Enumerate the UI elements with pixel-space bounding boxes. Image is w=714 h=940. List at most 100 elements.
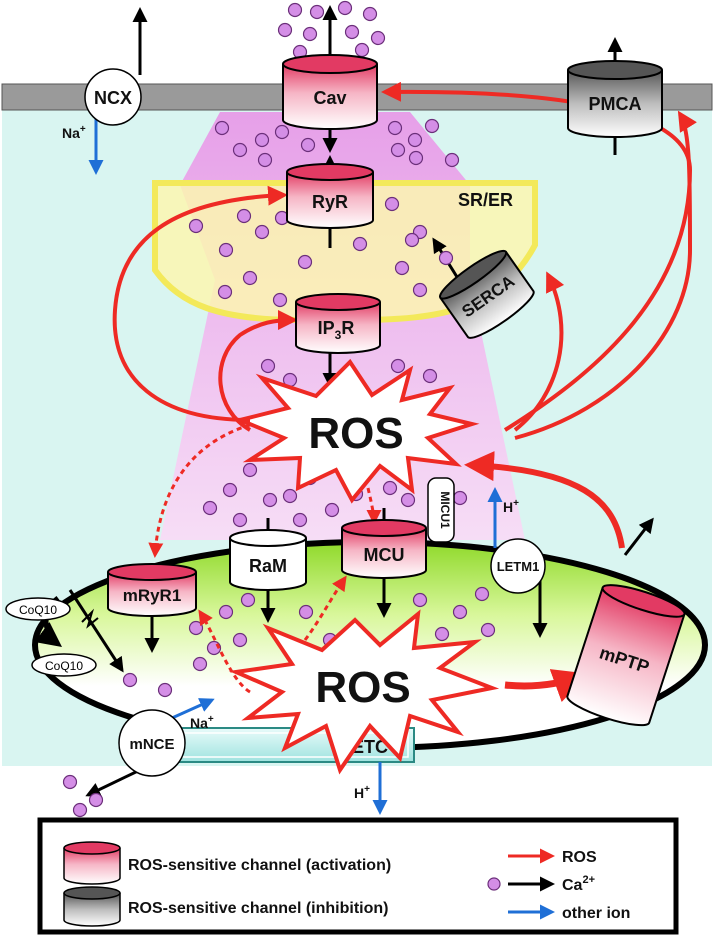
calcium-ion-dot — [424, 118, 440, 134]
calcium-ions — [62, 0, 496, 818]
calcium-ion-dot — [362, 6, 378, 22]
calcium-ion-dot — [474, 586, 490, 602]
na-mito-sup: + — [208, 714, 214, 725]
calcium-ion-dot — [300, 137, 316, 153]
ros-mito-burst — [228, 609, 500, 775]
legend-activation-label: ROS-sensitive channel (activation) — [128, 857, 391, 874]
na-top-main: Na — [62, 125, 80, 141]
calcium-ion-dot — [302, 26, 318, 42]
ip3r-label-end: R — [341, 318, 354, 338]
calcium-ion-dot — [254, 132, 270, 148]
coq10-to-mnce-arrow — [68, 589, 124, 673]
ram-label: RaM — [249, 556, 287, 576]
ip3r-channel[interactable]: IP3R — [295, 293, 381, 354]
cav-channel[interactable]: Cav — [282, 54, 378, 130]
mcu-label: MCU — [364, 545, 405, 565]
calcium-ion-dot — [390, 358, 406, 374]
calcium-ion-dot — [232, 512, 248, 528]
ros-cytosol-burst — [233, 358, 480, 504]
calcium-ion-dot — [352, 236, 368, 252]
calcium-ion-dot — [232, 142, 248, 158]
calcium-ion-dot — [254, 224, 270, 240]
calcium-ion-dot — [242, 270, 258, 286]
coq10-top-label: CoQ10 — [19, 603, 57, 617]
calcium-ion-dot — [214, 120, 230, 136]
calcium-ion-dot — [236, 208, 252, 224]
coq10-bottom-label: CoQ10 — [45, 659, 83, 673]
legend: ROS-sensitive channel (activation) ROS-s… — [37, 817, 679, 935]
calcium-ion-dot — [382, 480, 398, 496]
calcium-ion-dot — [370, 30, 386, 46]
na-label-mito: Na+ — [190, 714, 214, 731]
calcium-ion-dot — [277, 22, 293, 38]
h-label-top: H+ — [503, 498, 519, 515]
calcium-ion-dot — [122, 672, 138, 688]
calcium-ion-dot — [192, 656, 208, 672]
pmca-label: PMCA — [589, 94, 642, 114]
letm1-transporter[interactable]: LETM1 — [490, 538, 546, 594]
ncx-exchanger[interactable]: NCX — [84, 68, 142, 126]
mptp-channel[interactable]: mPTP — [565, 579, 688, 731]
ram-channel[interactable]: RaM — [229, 529, 307, 591]
calcium-ion-dot — [390, 142, 406, 158]
na-mito-main: Na — [190, 715, 208, 731]
calcium-ion-dot — [240, 592, 256, 608]
h-bottom-sup: + — [364, 784, 370, 795]
legend-ca-label: Ca2+ — [562, 874, 595, 894]
serca-pump[interactable]: SERCA — [436, 245, 538, 343]
other-ion-arrows — [88, 112, 503, 815]
na-mnce-arrow — [171, 698, 215, 720]
ros-to-ip3r-arrow — [218, 310, 298, 432]
legend-ca-sup: 2+ — [582, 874, 595, 886]
mcu-channel[interactable]: MCU — [341, 519, 427, 579]
mptp-to-ros-arrow — [464, 451, 625, 549]
calcium-ion-dot — [452, 604, 468, 620]
ip3r-label-main: IP — [318, 318, 335, 338]
h-top-sup: + — [513, 498, 519, 509]
calcium-ion-dot — [188, 218, 204, 234]
ros-to-mryr1-dotted-arrow — [148, 423, 251, 558]
legend-activation-icon — [63, 841, 121, 885]
legend-ros-label: ROS — [562, 849, 597, 866]
calcium-ion-dot — [394, 260, 410, 276]
calcium-ion-dot — [480, 622, 496, 638]
ncx-label: NCX — [94, 88, 132, 108]
calcium-ion-dot — [324, 502, 340, 518]
calcium-ion-dot — [242, 462, 258, 478]
calcium-ion-dot — [232, 632, 248, 648]
calcium-ion-dot — [88, 792, 104, 808]
calcium-ion-dot — [260, 358, 276, 374]
ros-dotted-arrows — [148, 423, 382, 694]
pmca-channel[interactable]: PMCA — [567, 60, 663, 138]
ros-mito-label: ROS — [315, 663, 410, 712]
calcium-ion-dot — [297, 254, 313, 270]
calcium-ion-dot — [217, 284, 233, 300]
ryr-channel[interactable]: RyR — [286, 163, 374, 229]
legend-box — [37, 817, 679, 935]
micu1-regulator[interactable]: MICU1 — [427, 477, 455, 543]
calcium-ion-dot — [337, 0, 353, 16]
ip3r-label: IP3R — [318, 318, 355, 342]
coq10-top: CoQ10 — [5, 597, 71, 621]
legend-inhibition-label: ROS-sensitive channel (inhibition) — [128, 900, 388, 917]
legend-inhibition-icon — [63, 886, 121, 927]
coq10-lightning-icon — [81, 608, 99, 629]
ip3r-label-sub: 3 — [335, 328, 342, 342]
micu1-label: MICU1 — [438, 491, 452, 529]
ryr-label: RyR — [312, 192, 348, 212]
mnce-exchanger[interactable]: mNCE — [118, 709, 186, 777]
h-bottom-main: H — [354, 785, 364, 801]
mnce-label: mNCE — [129, 736, 174, 753]
calcium-ion-dot — [400, 492, 416, 508]
calcium-ion-dot — [202, 500, 218, 516]
calcium-ion-dot — [408, 150, 424, 166]
calcium-ion-dot — [62, 774, 78, 790]
calcium-ion-dot — [287, 2, 303, 18]
calcium-ion-dot — [218, 604, 234, 620]
ros-to-pmca-arrow — [514, 110, 697, 440]
calcium-ion-dot — [157, 682, 173, 698]
calcium-ion-dot — [188, 620, 204, 636]
mryr1-channel[interactable]: mRyR1 — [107, 563, 197, 617]
calcium-ion-dot — [218, 242, 234, 258]
